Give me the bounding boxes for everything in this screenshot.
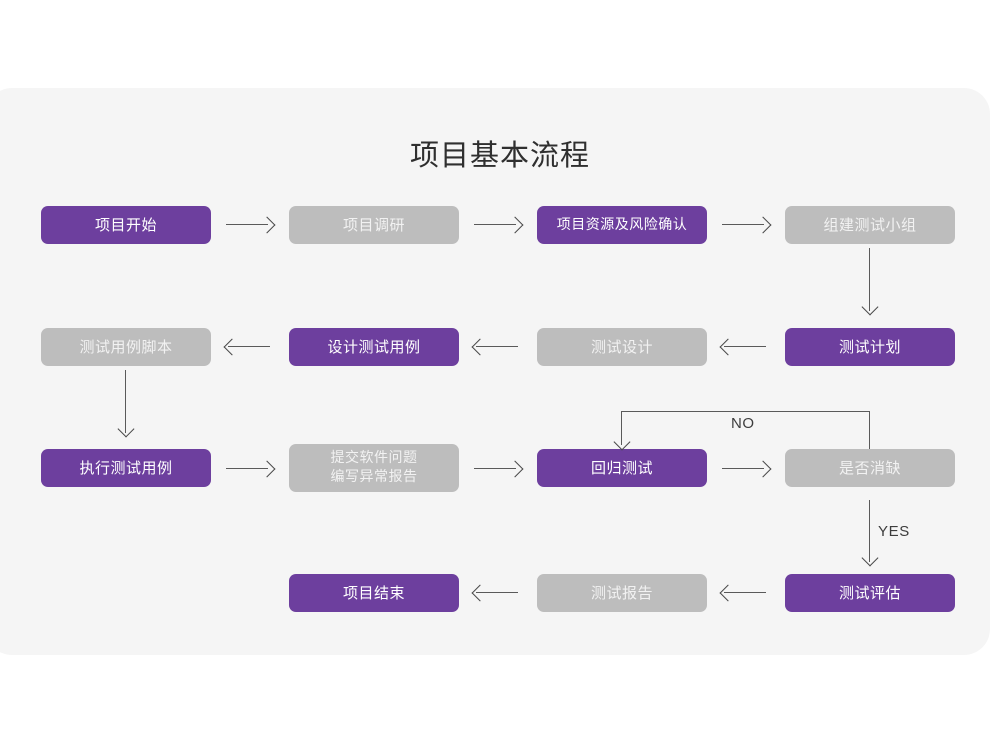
- flow-node-build-test-team[interactable]: 组建测试小组: [785, 206, 955, 244]
- no-loop-top-segment: [621, 411, 870, 413]
- flow-node-project-end[interactable]: 项目结束: [289, 574, 459, 612]
- flow-node-defect-cleared-decision[interactable]: 是否消缺: [785, 449, 955, 487]
- arrow-line-n10-n11: [474, 468, 516, 470]
- flow-node-label: 项目结束: [342, 584, 405, 602]
- no-loop-right-segment: [869, 411, 871, 449]
- arrow-line-n3-n4: [722, 224, 764, 226]
- flow-node-test-plan[interactable]: 测试计划: [785, 328, 955, 366]
- flow-node-test-design[interactable]: 测试设计: [537, 328, 707, 366]
- flow-node-label: 设计测试用例: [327, 338, 421, 356]
- arrow-line-n14-n15: [476, 592, 518, 594]
- arrow-line-n1-n2: [226, 224, 268, 226]
- flow-node-label: 项目资源及风险确认: [556, 217, 688, 233]
- page-title: 项目基本流程: [409, 138, 590, 172]
- flow-node-test-report[interactable]: 测试报告: [537, 574, 707, 612]
- flow-node-design-test-case[interactable]: 设计测试用例: [289, 328, 459, 366]
- flow-node-label: 是否消缺: [838, 459, 901, 477]
- flow-node-label: 测试设计: [590, 338, 653, 356]
- arrow-line-n8-n9: [125, 370, 127, 433]
- arrow-line-n7-n8: [228, 346, 270, 348]
- arrow-line-n9-n10: [226, 468, 268, 470]
- flow-node-label: 提交软件问题 编写异常报告: [330, 450, 418, 485]
- flow-node-label: 执行测试用例: [79, 459, 173, 477]
- arrow-line-n5-n6: [724, 346, 766, 348]
- arrow-line-n11-n12: [722, 468, 764, 470]
- arrow-line-n2-n3: [474, 224, 516, 226]
- edge-label-yes: YES: [878, 523, 910, 540]
- arrow-line-n4-n5: [869, 248, 871, 311]
- flow-node-label: 测试计划: [838, 338, 901, 356]
- no-loop-left-segment: [621, 411, 623, 445]
- flow-node-resource-risk-confirm[interactable]: 项目资源及风险确认: [537, 206, 707, 244]
- flow-node-label: 项目调研: [342, 216, 405, 234]
- flow-node-project-start[interactable]: 项目开始: [41, 206, 211, 244]
- flow-node-label: 回归测试: [590, 459, 653, 477]
- flow-node-project-research[interactable]: 项目调研: [289, 206, 459, 244]
- flow-node-label: 项目开始: [94, 216, 157, 234]
- arrow-line-yes-branch: [869, 500, 871, 562]
- flow-node-label: 测试用例脚本: [79, 338, 173, 356]
- flow-node-regression-test[interactable]: 回归测试: [537, 449, 707, 487]
- flow-node-test-evaluation[interactable]: 测试评估: [785, 574, 955, 612]
- flow-node-label: 测试评估: [838, 584, 901, 602]
- arrow-line-n13-n14: [724, 592, 766, 594]
- flow-node-execute-test-case[interactable]: 执行测试用例: [41, 449, 211, 487]
- flow-node-label: 组建测试小组: [823, 216, 917, 234]
- flowchart-card-background: [0, 88, 990, 655]
- flow-node-submit-issue-report[interactable]: 提交软件问题 编写异常报告: [289, 444, 459, 492]
- flow-node-label: 测试报告: [590, 584, 653, 602]
- arrow-line-n6-n7: [476, 346, 518, 348]
- edge-label-no: NO: [731, 415, 755, 432]
- flow-node-test-case-script[interactable]: 测试用例脚本: [41, 328, 211, 366]
